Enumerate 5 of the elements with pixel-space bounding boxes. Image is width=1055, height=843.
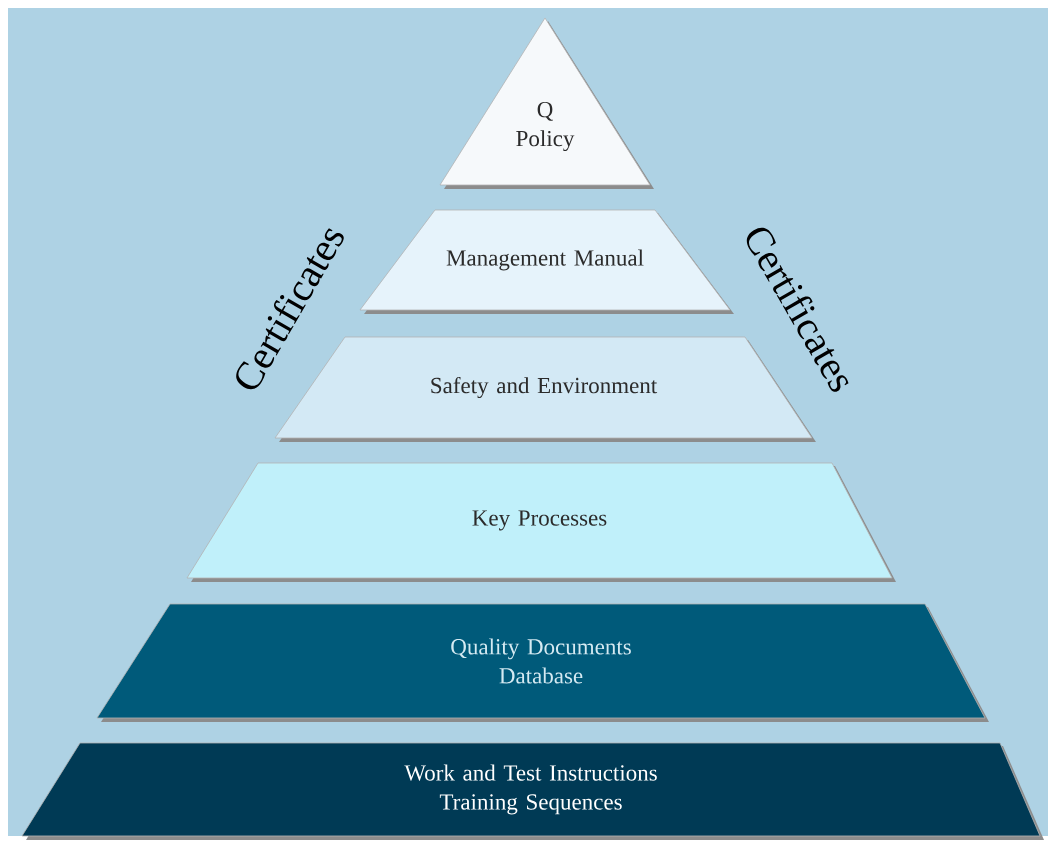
pyramid-tier: Quality Documents Database	[96, 603, 989, 722]
pyramid-top: Q Policy	[439, 17, 654, 189]
pyramid-tier: Key Processes	[186, 462, 896, 582]
pyramid-tier: Work and Test Instructions Training Sequences	[21, 742, 1044, 840]
pyramid-tier: Management Manual	[359, 209, 734, 314]
